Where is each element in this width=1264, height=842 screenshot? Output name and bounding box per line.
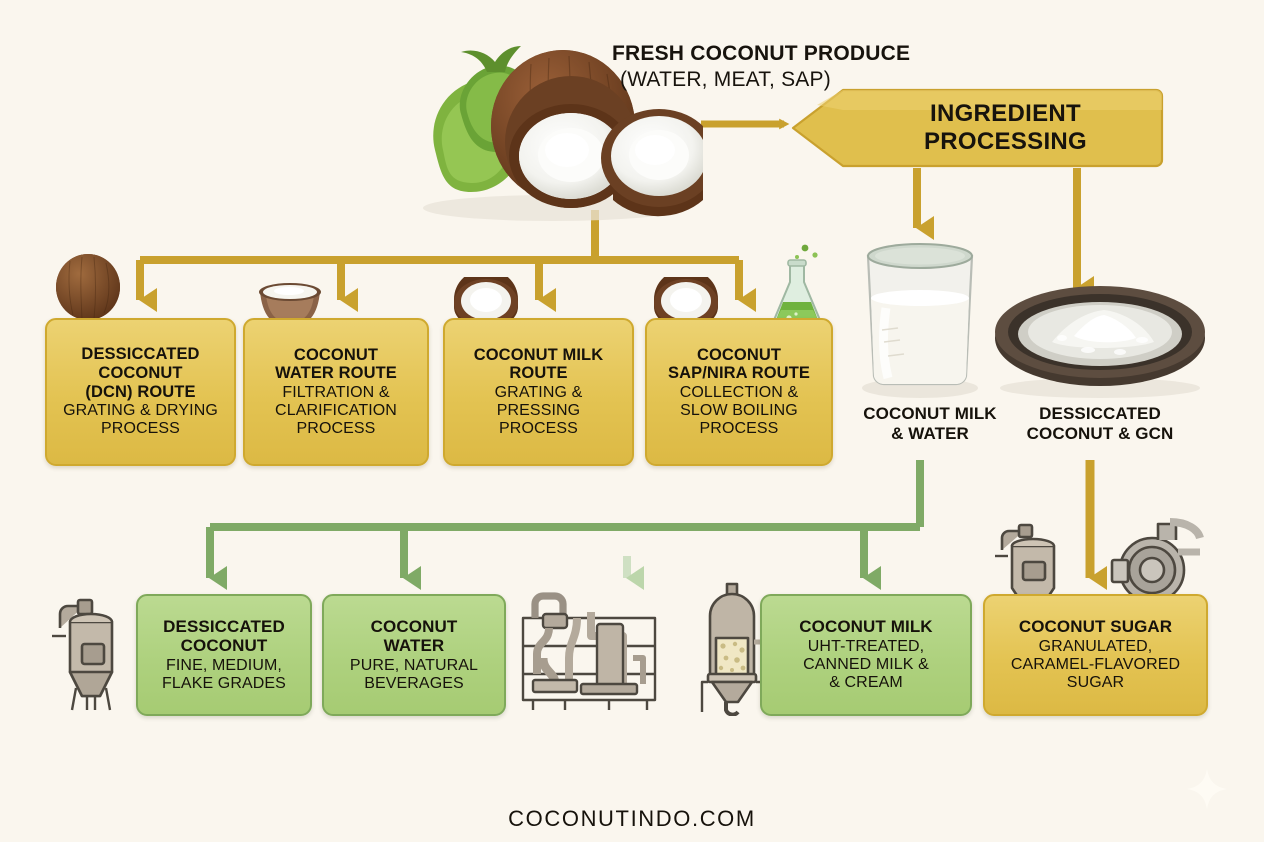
- product-title: COCONUT WATER: [370, 616, 458, 656]
- product-desc: GRANULATED, CARAMEL-FLAVORED SUGAR: [1010, 637, 1181, 692]
- half-coconut-icon: [654, 277, 718, 329]
- route-title: COCONUT SAP/NIRA ROUTE: [668, 345, 810, 383]
- route-desc: FILTRATION & CLARIFICATION PROCESS: [275, 384, 397, 438]
- banner-shape: [791, 88, 1164, 168]
- intermediate-label-coconut-milk-water: COCONUT MILK & WATER: [863, 404, 997, 443]
- product-box-coconut-water[interactable]: COCONUT WATER PURE, NATURAL BEVERAGES: [322, 594, 506, 716]
- banner-label: INGREDIENT PROCESSING: [923, 100, 1088, 155]
- product-desc: PURE, NATURAL BEVERAGES: [349, 656, 479, 692]
- product-desc: FINE, MEDIUM, FLAKE GRADES: [162, 656, 286, 692]
- milk-beaker-icon: [862, 243, 978, 398]
- wire-produce-bus: [136, 210, 756, 312]
- product-title: COCONUT SUGAR: [1018, 617, 1173, 637]
- route-desc: GRATING & PRESSING PROCESS: [494, 384, 583, 438]
- route-box-coconut-water[interactable]: COCONUT WATER ROUTE FILTRATION & CLARIFI…: [243, 318, 429, 466]
- product-title: DESSICCATED COCONUT: [163, 616, 285, 656]
- product-box-coconut-sugar[interactable]: COCONUT SUGAR GRANULATED, CARAMEL-FLAVOR…: [983, 594, 1208, 716]
- product-title: COCONUT MILK: [799, 617, 933, 637]
- page-subtitle: (WATER, MEAT, SAP): [620, 68, 831, 91]
- pipe-rack-icon: [521, 592, 657, 710]
- half-coconut-icon: [454, 277, 518, 329]
- fresh-coconut-produce-image: [423, 46, 703, 221]
- route-title: COCONUT WATER ROUTE: [275, 345, 397, 383]
- fermenter-tank-icon: [52, 598, 114, 711]
- product-desc: UHT-TREATED, CANNED MILK & & CREAM: [803, 637, 929, 692]
- boiler-tank-icon: [995, 523, 1056, 617]
- coconut-pan-icon: [995, 286, 1205, 398]
- route-title: COCONUT MILK ROUTE: [473, 345, 604, 383]
- product-box-coconut-milk[interactable]: COCONUT MILK UHT-TREATED, CANNED MILK & …: [760, 594, 972, 716]
- intermediate-label-dessiccated-gcn: DESSICCATED COCONUT & GCN: [1026, 404, 1174, 443]
- page-title: FRESH COCONUT PRODUCE: [612, 42, 911, 65]
- ingredient-processing-banner[interactable]: INGREDIENT PROCESSING: [787, 88, 1164, 168]
- sparkle-icon: [1187, 769, 1227, 809]
- route-box-coconut-milk[interactable]: COCONUT MILK ROUTE GRATING & PRESSING PR…: [443, 318, 634, 466]
- route-desc: COLLECTION & SLOW BOILING PROCESS: [679, 384, 799, 438]
- route-box-dessiccated-coconut[interactable]: DESSICCATED COCONUT (DCN) ROUTE GRATING …: [45, 318, 236, 466]
- route-box-coconut-sap[interactable]: COCONUT SAP/NIRA ROUTE COLLECTION & SLOW…: [645, 318, 833, 466]
- whole-coconut-icon: [56, 254, 120, 320]
- wire-green-bus: [206, 460, 924, 590]
- silo-hopper-icon: [700, 582, 768, 716]
- footer-brand: COCONUTINDO.COM: [508, 806, 756, 831]
- route-desc: GRATING & DRYING PROCESS: [63, 402, 218, 438]
- route-title: DESSICCATED COCONUT (DCN) ROUTE: [81, 345, 200, 401]
- product-box-dessiccated-coconut[interactable]: DESSICCATED COCONUT FINE, MEDIUM, FLAKE …: [136, 594, 312, 716]
